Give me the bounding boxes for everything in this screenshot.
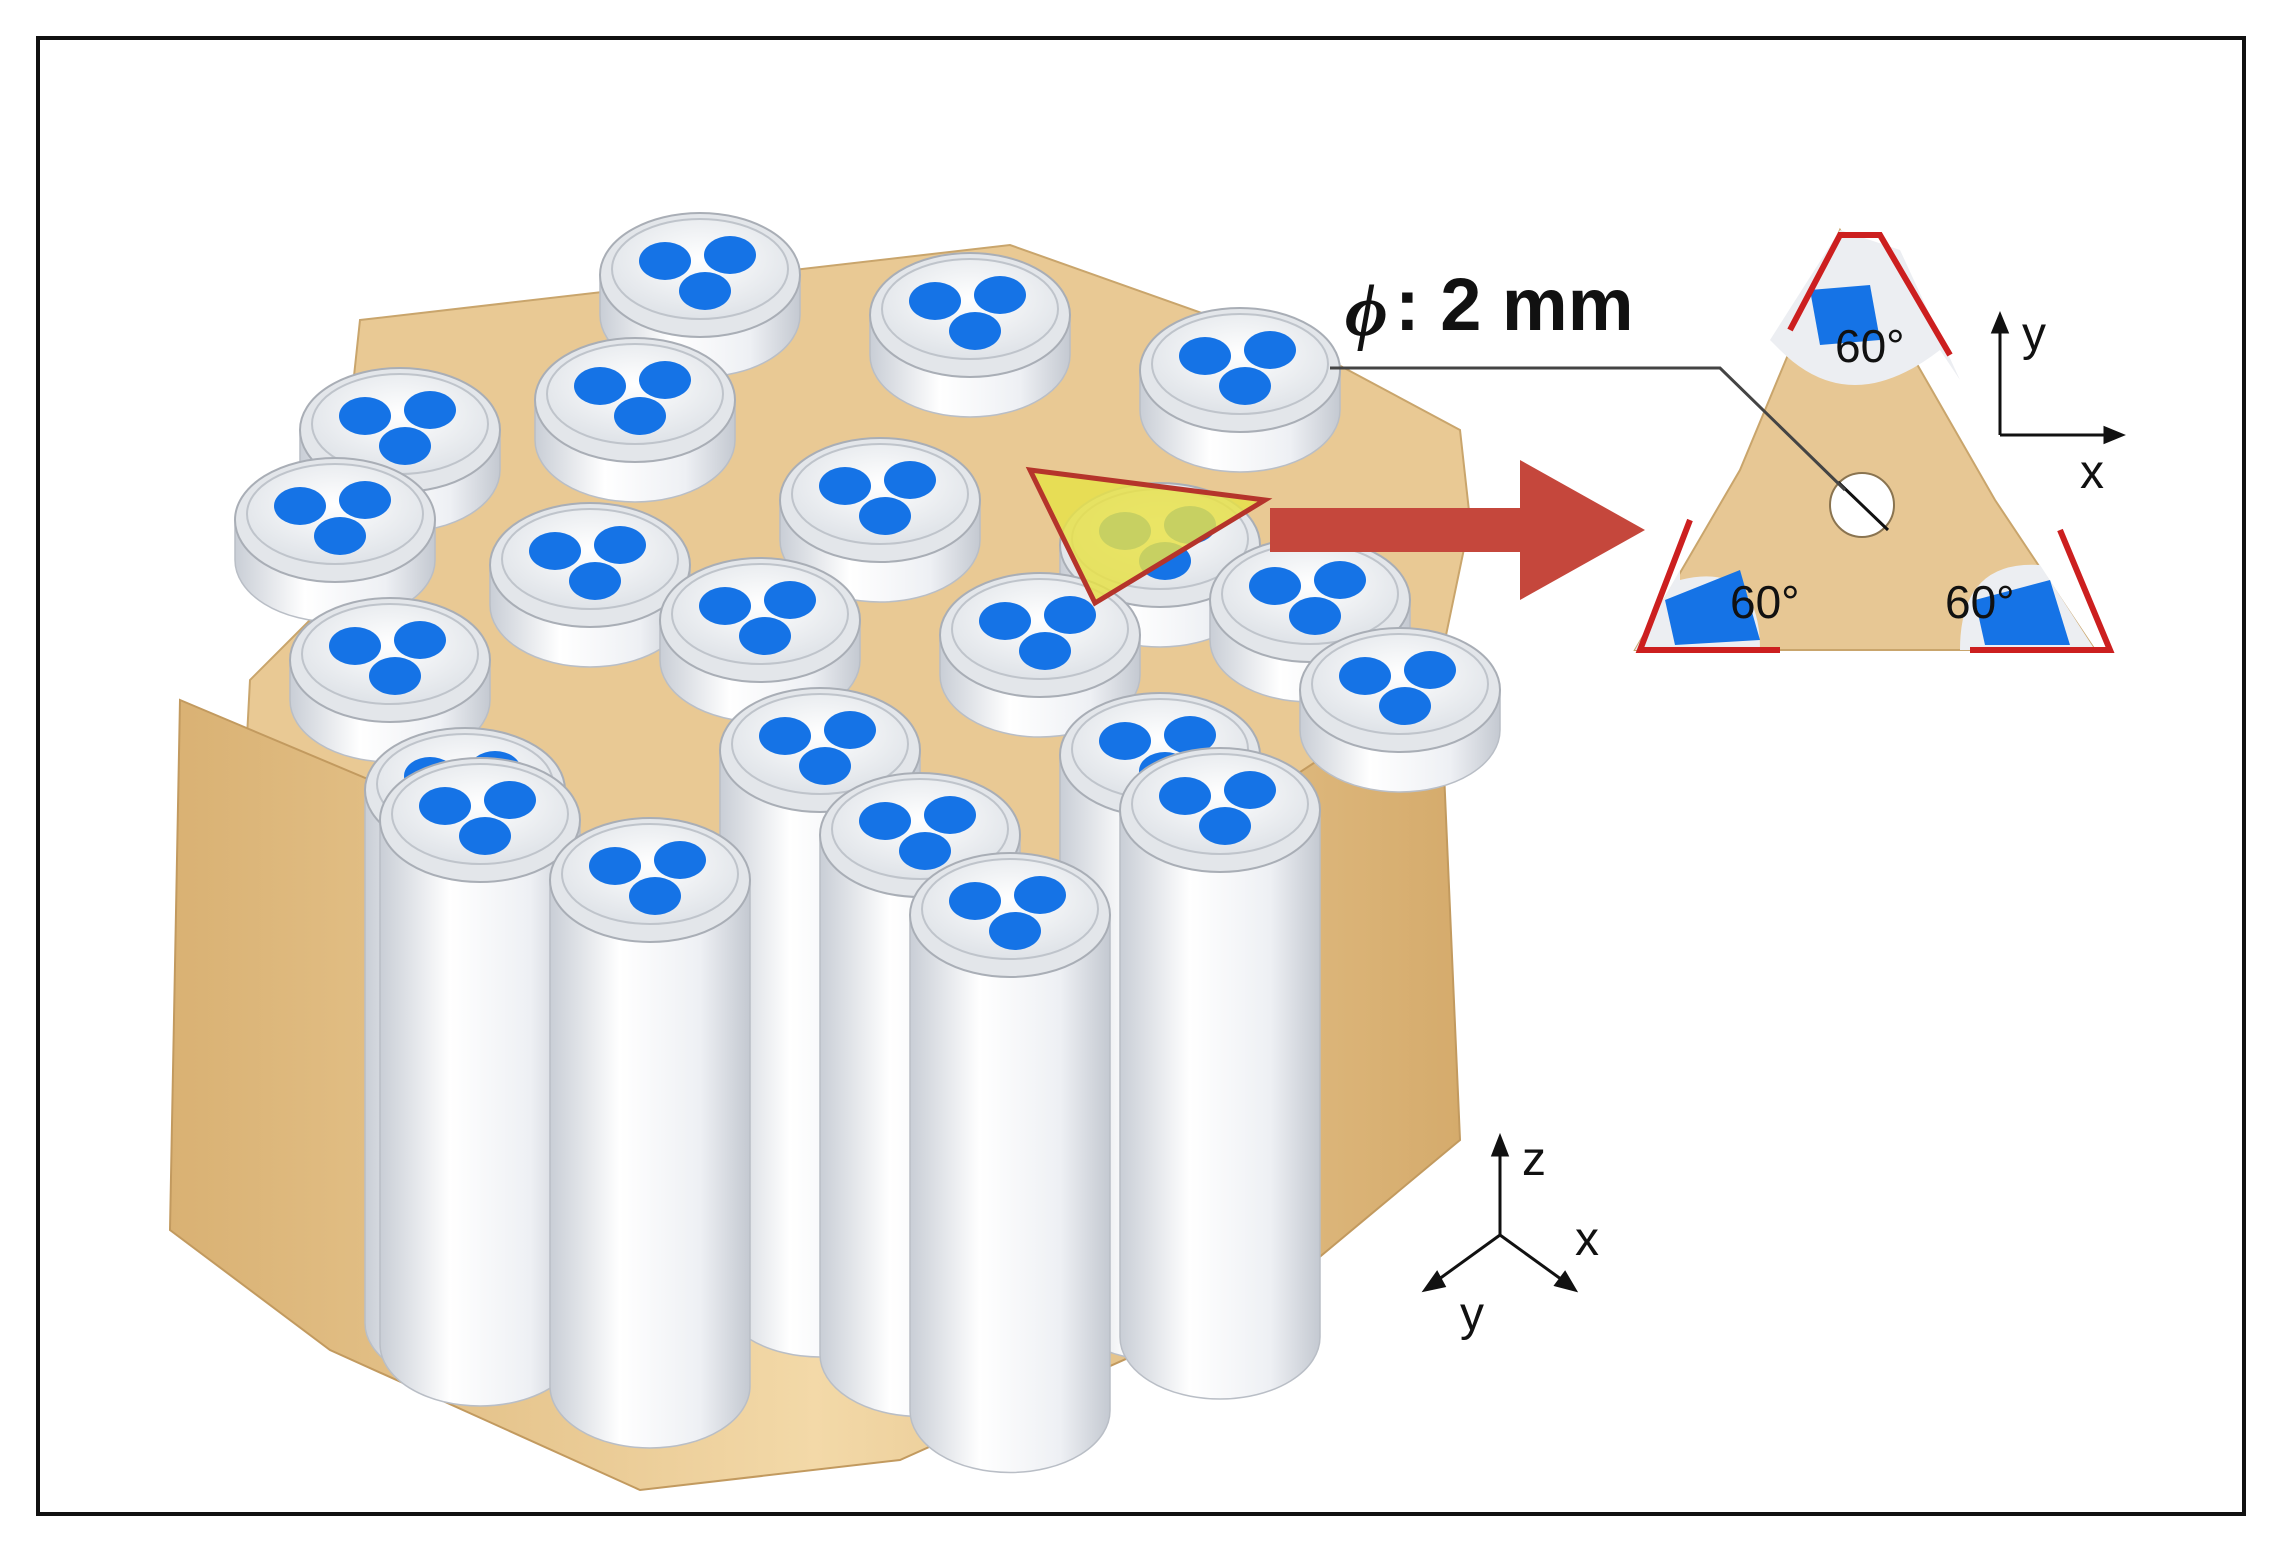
fiber-dot xyxy=(1379,687,1431,725)
fiber-dot xyxy=(859,802,911,840)
fiber-dot xyxy=(1164,716,1216,754)
fiber-dot xyxy=(704,236,756,274)
rod xyxy=(234,457,436,623)
fiber-dot xyxy=(484,781,536,819)
inset-dot-top xyxy=(1810,285,1880,345)
rod xyxy=(909,852,1111,1474)
fiber-dot xyxy=(629,877,681,915)
rod xyxy=(1139,307,1341,473)
inset-matrix xyxy=(1633,227,2097,651)
fiber-dot xyxy=(1019,632,1071,670)
fiber-dot xyxy=(859,497,911,535)
fiber-dot xyxy=(329,627,381,665)
fiber-dot xyxy=(949,312,1001,350)
angle-label-top: 60° xyxy=(1835,320,1905,372)
fiber-dot xyxy=(1014,876,1066,914)
diameter-marker xyxy=(1836,480,1890,532)
fiber-dot xyxy=(759,717,811,755)
rod xyxy=(534,337,736,503)
fiber-dot xyxy=(824,711,876,749)
angle-label-left: 60° xyxy=(1730,576,1800,628)
fiber-dot xyxy=(1199,807,1251,845)
corner-top xyxy=(1787,232,1953,357)
diameter-label: : 2 mm xyxy=(1395,263,1634,346)
rod xyxy=(379,757,581,1407)
main-axis-z: z xyxy=(1522,1133,1546,1186)
fiber-dot xyxy=(639,361,691,399)
rod xyxy=(599,212,801,378)
inset-dot-left xyxy=(1665,570,1760,645)
fiber-dot xyxy=(379,427,431,465)
fiber-dot xyxy=(529,532,581,570)
rod xyxy=(1299,627,1501,793)
fiber-dot xyxy=(909,282,961,320)
fiber-dot xyxy=(614,397,666,435)
fiber-dot xyxy=(1219,367,1271,405)
fiber-dot xyxy=(654,841,706,879)
fiber-dot xyxy=(394,621,446,659)
fiber-dot xyxy=(739,617,791,655)
fiber-dot xyxy=(924,796,976,834)
fiber-dot xyxy=(819,467,871,505)
fiber-dot xyxy=(274,487,326,525)
rod-body xyxy=(549,879,751,1449)
fiber-dot xyxy=(404,391,456,429)
fiber-dot xyxy=(679,272,731,310)
angle-label-right: 60° xyxy=(1945,576,2015,628)
fiber-dot xyxy=(1289,597,1341,635)
diameter-leader xyxy=(1330,366,1847,492)
inset-axis-x: x xyxy=(2080,446,2104,499)
fiber-dot xyxy=(314,517,366,555)
rod xyxy=(869,252,1071,418)
rod xyxy=(1119,747,1321,1400)
fiber-dot xyxy=(899,832,951,870)
fiber-dot xyxy=(339,397,391,435)
fiber-dot xyxy=(419,787,471,825)
fiber-dot xyxy=(1099,722,1151,760)
main-axis-x: x xyxy=(1575,1213,1599,1266)
fiber-dot xyxy=(1249,567,1301,605)
fiber-dot xyxy=(1179,337,1231,375)
corner-left xyxy=(1635,518,1780,653)
pointer-arrow xyxy=(1270,460,1645,600)
rod xyxy=(549,817,751,1449)
fiber-dot xyxy=(1044,596,1096,634)
main-axis-y: y xyxy=(1460,1288,1484,1341)
corner-right xyxy=(1970,528,2115,653)
inset-axis-y: y xyxy=(2022,308,2046,361)
fiber-dot xyxy=(1314,561,1366,599)
fiber-dot xyxy=(1339,657,1391,695)
fiber-dot xyxy=(699,587,751,625)
highlight-triangle xyxy=(1025,466,1273,607)
fiber-dot xyxy=(764,581,816,619)
diameter-symbol: ϕ xyxy=(1345,270,1388,352)
fiber-dot xyxy=(459,817,511,855)
inset-dot-right xyxy=(1975,580,2070,645)
inset-axes xyxy=(1990,311,2126,445)
rod xyxy=(489,502,691,668)
fiber-dot xyxy=(884,461,936,499)
fiber-dot xyxy=(974,276,1026,314)
cross-section-inset xyxy=(1633,227,2115,653)
fiber-dot xyxy=(799,747,851,785)
fiber-dot xyxy=(1224,771,1276,809)
fiber-dot xyxy=(989,912,1041,950)
fiber-dot xyxy=(369,657,421,695)
fiber-dot xyxy=(949,882,1001,920)
rod-body xyxy=(1119,809,1321,1400)
main-axes xyxy=(1421,1132,1579,1293)
rod-body xyxy=(909,914,1111,1474)
fiber-dot xyxy=(1159,777,1211,815)
fiber-dot xyxy=(639,242,691,280)
fiber-dot xyxy=(589,847,641,885)
fiber-dot xyxy=(574,367,626,405)
fiber-dot xyxy=(1404,651,1456,689)
fiber-dot xyxy=(1244,331,1296,369)
fiber-dot xyxy=(569,562,621,600)
fiber-dot xyxy=(979,602,1031,640)
fiber-dot xyxy=(339,481,391,519)
fiber-dot xyxy=(594,526,646,564)
